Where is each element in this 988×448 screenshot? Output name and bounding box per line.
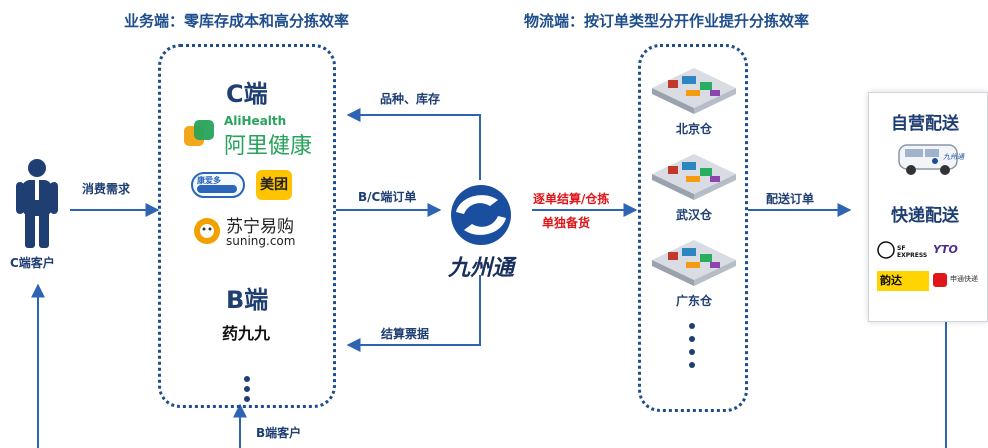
business-heading: 业务端：零库存成本和高分拣效率: [124, 12, 350, 30]
suning-en: suning.com: [226, 234, 296, 248]
warehouse-name: 北京仓: [675, 122, 712, 136]
kad-name: 康爱多: [197, 176, 221, 185]
warehouse-name: 武汉仓: [675, 208, 712, 222]
c-customer-label: C端客户: [10, 256, 55, 270]
logistics-heading: 物流端：按订单类型分开作业提升分拣效率: [524, 12, 810, 30]
yto-text: YTO: [933, 243, 958, 256]
per-order-label-1: 逐单结算/仓拣: [533, 192, 610, 206]
warehouse-name: 广东仓: [675, 294, 712, 308]
sto-logo: 申通快递: [933, 271, 985, 291]
meituan-name: 美团: [260, 177, 288, 193]
consumer-demand-label: 消费需求: [82, 182, 131, 196]
dispatch-label: 配送订单: [766, 192, 815, 206]
suning-logo: 苏宁易购 suning.com: [192, 212, 322, 252]
express-delivery-title: 快递配送: [891, 206, 959, 226]
more-warehouses-dots: [688, 322, 696, 374]
arrow-variety-stock: [346, 108, 481, 180]
platform-box: [158, 44, 336, 408]
variety-stock-label: 品种、库存: [380, 92, 441, 106]
warehouse-wuhan: 武汉仓: [646, 140, 742, 223]
suning-lion-icon: [194, 218, 220, 244]
yunda-logo: 韵达: [877, 271, 929, 291]
yto-logo: YTO: [933, 241, 985, 259]
bc-orders-label: B/C端订单: [358, 190, 417, 204]
delivery-van-icon: [898, 144, 958, 175]
sto-icon: [933, 273, 947, 287]
meituan-logo: 美团: [256, 170, 292, 200]
jointown-logo: 九州通: [440, 182, 522, 281]
yjj-name: 药九九: [222, 324, 271, 343]
kad-bar: [197, 185, 237, 193]
self-delivery-title: 自营配送: [891, 114, 959, 134]
person-icon: [14, 158, 60, 252]
kad-logo: 康爱多: [191, 172, 245, 198]
warehouse-icon: [652, 154, 736, 200]
sf-text: SF EXPRESS: [897, 245, 928, 259]
per-order-label-2: 单独备货: [542, 216, 591, 230]
warehouse-icon: [652, 240, 736, 286]
sf-icon: [877, 241, 895, 259]
warehouse-box: [638, 44, 748, 412]
b-end-title: B端: [226, 286, 269, 314]
arrow-settlement: [346, 275, 481, 352]
b-customer-label: B端客户: [256, 426, 302, 440]
van-brand: 九州通: [943, 153, 964, 161]
more-platforms-dots: [243, 376, 251, 406]
jointown-name: 九州通: [447, 256, 514, 281]
delivery-panel: 自营配送 九州通 快递配送 SF EXPRESS YTO 韵达 申通快递: [868, 92, 988, 322]
alihealth-logo: AliHealth 阿里健康: [184, 114, 324, 159]
alihealth-icon: [184, 120, 214, 146]
sto-text: 申通快递: [950, 275, 978, 283]
warehouse-beijing: 北京仓: [646, 54, 742, 137]
sf-logo: SF EXPRESS: [877, 241, 929, 259]
yunda-text: 韵达: [880, 274, 902, 287]
warehouse-guangdong: 广东仓: [646, 226, 742, 309]
jointown-emblem-icon: [451, 185, 511, 245]
alihealth-en: AliHealth: [224, 114, 287, 128]
settlement-label: 结算票据: [381, 327, 430, 341]
suning-cn: 苏宁易购: [226, 217, 294, 237]
warehouse-icon: [652, 68, 736, 114]
alihealth-cn: 阿里健康: [224, 134, 313, 159]
c-end-title: C端: [226, 80, 268, 108]
